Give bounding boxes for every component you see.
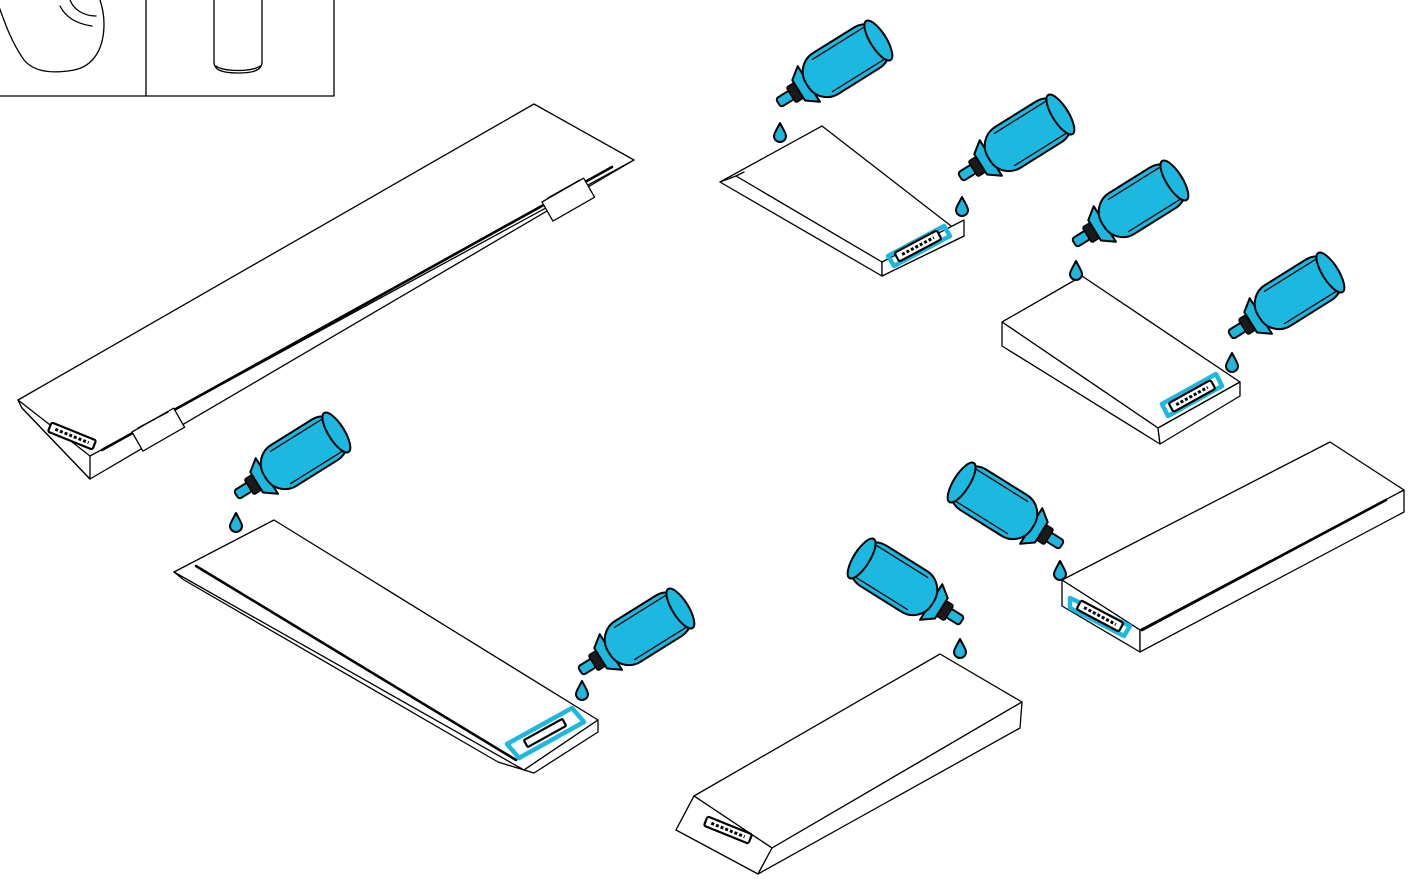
left-speaker-module: [720, 16, 1080, 276]
adhesive-bottle-icon: [214, 0, 262, 73]
adhesive-bottle-icon: [842, 534, 974, 641]
right-speaker-module: [1002, 156, 1350, 444]
adhesive-drop: [1070, 261, 1082, 280]
adhesive-bottle-icon: [1218, 248, 1350, 355]
adhesive-drop: [576, 681, 588, 700]
adhesive-drop: [954, 639, 966, 658]
adhesive-drop: [1054, 561, 1066, 580]
adhesive-bottle-icon: [948, 90, 1080, 197]
adhesive-bottle-icon: [766, 16, 898, 123]
center-speaker-module: [174, 408, 700, 773]
tools-box: [0, 0, 334, 96]
adhesive-drop: [230, 513, 242, 532]
adhesive-drop: [774, 123, 786, 142]
adhesive-bottle-icon: [942, 458, 1074, 565]
adhesive-bottle-icon: [568, 584, 700, 691]
adhesive-drop: [1226, 353, 1238, 372]
adhesive-drop: [956, 197, 968, 216]
side-speaker-module-a: [942, 442, 1404, 652]
hand-icon: [0, 0, 104, 72]
adhesive-bottle-icon: [224, 408, 356, 515]
adhesive-bottle-icon: [1062, 156, 1194, 263]
side-speaker-module-b: [676, 534, 1022, 874]
